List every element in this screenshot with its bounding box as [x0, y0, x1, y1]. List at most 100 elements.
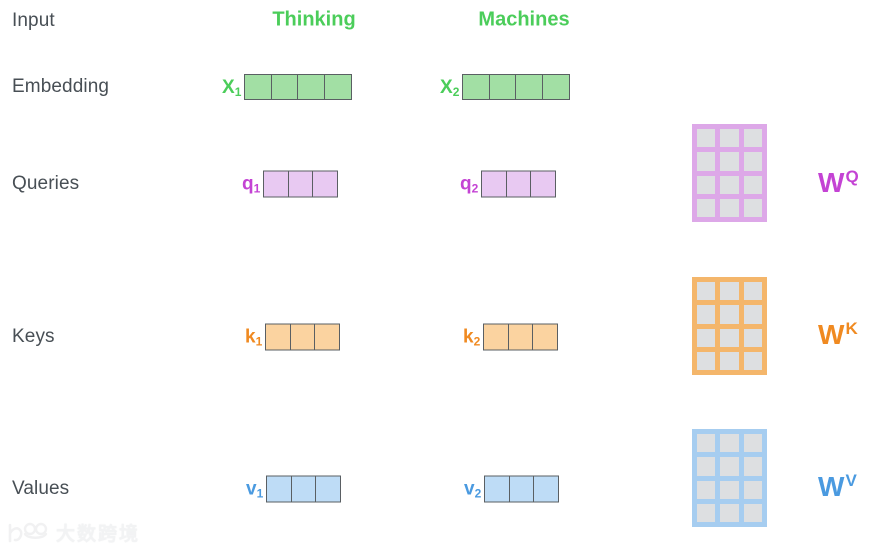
vector-cell [508, 475, 535, 503]
vector-cells-v1 [266, 475, 342, 503]
matrix-cell [697, 282, 716, 301]
vector-cell [515, 74, 544, 100]
matrix-cell [697, 328, 716, 347]
vector-label-q2: q2 [460, 175, 478, 195]
vector-label-subscript-k1: 1 [255, 334, 263, 349]
matrix-cell [743, 480, 762, 499]
vector-label-subscript-x1: 1 [234, 84, 242, 99]
vector-cells-k2 [483, 323, 559, 351]
matrix-cell [697, 503, 716, 522]
vector-cell [315, 475, 342, 503]
vector-cell [290, 475, 317, 503]
matrix-cell [720, 434, 739, 453]
matrix-cell [720, 480, 739, 499]
vector-label-text-k2: k [463, 326, 474, 348]
column-header-thinking: Thinking [272, 8, 356, 31]
vector-label-v2: v2 [464, 478, 482, 501]
matrix-cell [743, 198, 762, 217]
weight-matrix-label-text-wq: W [818, 167, 845, 198]
weight-matrix-wv [692, 429, 767, 527]
vector-k2: k2 [463, 323, 559, 351]
row-label-keys: Keys [12, 326, 55, 347]
vector-label-text-v2: v [464, 478, 475, 500]
matrix-cell [743, 129, 762, 148]
matrix-cell [720, 129, 739, 148]
matrix-cell [743, 152, 762, 171]
matrix-cell [720, 305, 739, 324]
vector-cell [462, 74, 491, 100]
weight-matrix-label-superscript-wq: Q [845, 167, 859, 186]
vector-label-k2: k2 [463, 326, 481, 349]
vector-label-subscript-k2: 2 [473, 334, 481, 349]
vector-cell [314, 323, 341, 351]
row-label-queries: Queries [12, 173, 80, 194]
matrix-cell [697, 351, 716, 370]
vector-cell [483, 323, 510, 351]
dashukuajing-logo-icon [8, 522, 48, 542]
vector-cell [532, 323, 559, 351]
matrix-cell [720, 198, 739, 217]
vector-cells-x2 [462, 74, 570, 100]
vector-cell [263, 170, 290, 198]
matrix-cell [720, 152, 739, 171]
vector-label-subscript-v2: 2 [474, 486, 482, 501]
vector-label-q1: q1 [242, 173, 261, 196]
weight-matrix-wk [692, 277, 767, 375]
vector-k1: k1 [245, 323, 341, 351]
vector-label-x2: X2 [440, 78, 459, 98]
matrix-cell [697, 305, 716, 324]
vector-cells-k1 [265, 323, 341, 351]
weight-matrix-label-wv: WV [818, 471, 857, 502]
matrix-cell [697, 198, 716, 217]
vector-q2: q2 [460, 170, 557, 198]
matrix-cell [697, 480, 716, 499]
weight-matrix-label-wq: WQ [818, 167, 859, 198]
row-label-values: Values [12, 478, 70, 499]
watermark: 大数跨境 [6, 519, 140, 546]
matrix-cell [743, 282, 762, 301]
vector-label-text-x1: X [222, 76, 235, 98]
matrix-cell [720, 282, 739, 301]
vector-cell [484, 475, 511, 503]
vector-cell [287, 170, 314, 198]
matrix-cell [743, 434, 762, 453]
vector-v2: v2 [464, 475, 560, 503]
vector-label-k1: k1 [245, 326, 263, 349]
vector-cell [530, 170, 557, 198]
matrix-cell [720, 503, 739, 522]
vector-label-text-k1: k [245, 326, 256, 348]
matrix-cell [720, 328, 739, 347]
vector-cell [507, 323, 534, 351]
vector-v1: v1 [246, 475, 342, 503]
vector-cell [541, 74, 570, 100]
weight-matrix-label-superscript-wv: V [845, 471, 857, 490]
vector-label-text-q1: q [242, 173, 254, 195]
matrix-cell [743, 175, 762, 194]
matrix-cell [743, 351, 762, 370]
row-label-input: Input [12, 10, 55, 31]
vector-cell [266, 475, 293, 503]
vector-cells-q2 [481, 170, 557, 198]
column-header-machines: Machines [478, 8, 570, 31]
vector-cell [323, 74, 352, 100]
vector-cell [265, 323, 292, 351]
matrix-cell [697, 434, 716, 453]
matrix-cell [720, 351, 739, 370]
vector-label-x1: X1 [222, 76, 242, 99]
weight-matrix-label-text-wk: W [818, 319, 845, 350]
vector-cell [481, 170, 508, 198]
vector-x2: X2 [440, 74, 570, 100]
weight-matrix-wq [692, 124, 767, 222]
vector-x1: X1 [222, 74, 352, 100]
weight-matrix-label-superscript-wk: K [845, 319, 858, 338]
vector-label-subscript-q1: 1 [253, 181, 261, 196]
matrix-cell [697, 152, 716, 171]
matrix-cell [720, 457, 739, 476]
weight-matrix-label-text-wv: W [818, 471, 845, 502]
vector-cell [505, 170, 532, 198]
vector-cell [289, 323, 316, 351]
vector-label-v1: v1 [246, 480, 263, 500]
watermark-text: 大数跨境 [56, 523, 141, 545]
vector-cells-q1 [263, 170, 339, 198]
